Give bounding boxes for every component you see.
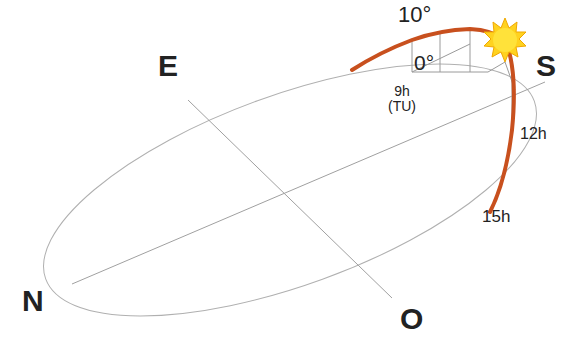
time-label: 15h: [482, 208, 510, 226]
cardinal-south: S: [536, 50, 556, 82]
east-west-line: [188, 100, 392, 298]
sun-path-arc: [352, 29, 514, 212]
north-south-line: [72, 82, 545, 284]
cardinal-north: N: [22, 285, 44, 317]
time-label: 12h: [520, 126, 547, 143]
cardinal-west: O: [400, 303, 423, 335]
cardinal-east: E: [158, 50, 178, 82]
horizon-ellipse: [13, 12, 562, 342]
altitude-label: 0°: [414, 52, 434, 74]
altitude-label: 10°: [398, 3, 431, 26]
time-label: 9h (TU): [384, 84, 420, 113]
sun-symbol: [484, 18, 526, 62]
